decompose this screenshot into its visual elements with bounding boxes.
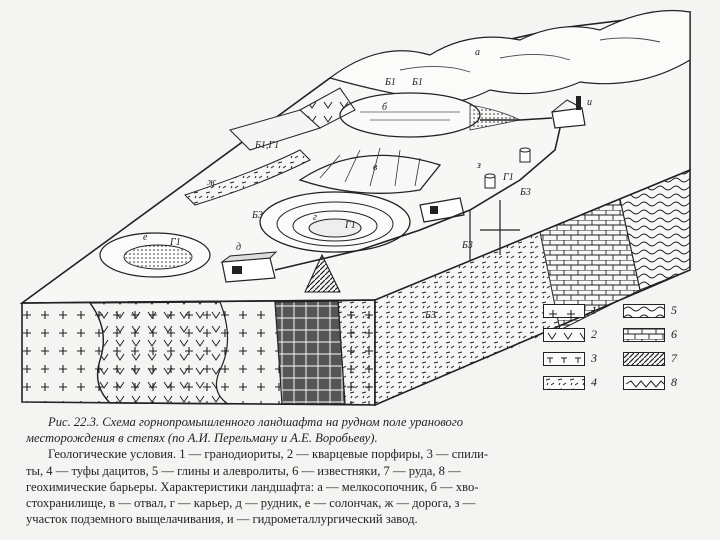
label-a: а bbox=[475, 47, 480, 58]
legend-swatch-zigzag bbox=[623, 376, 665, 390]
mine-building bbox=[222, 252, 276, 282]
figure-caption: Рис. 22.3. Схема горнопромышленного ланд… bbox=[26, 414, 694, 527]
label-b3: Б3 bbox=[251, 210, 263, 221]
legend-number: 5 bbox=[671, 303, 677, 318]
legend-number: 2 bbox=[591, 327, 597, 342]
label-b1: Б1 bbox=[384, 77, 396, 88]
legend-swatch-hatch bbox=[623, 352, 665, 366]
caption-title-line: месторождения в степях (по А.И. Перельма… bbox=[26, 430, 694, 446]
label-z: з bbox=[476, 160, 481, 171]
label-e: е bbox=[143, 232, 148, 243]
label-b1g1: Б1,Г1 bbox=[254, 140, 279, 151]
caption-text-line: Геологические условия. 1 — гранодиориты,… bbox=[26, 446, 694, 462]
legend-number: 7 bbox=[671, 351, 677, 366]
label-g1-c: Г1 bbox=[502, 172, 514, 183]
ore-zone bbox=[275, 301, 345, 404]
label-b3-2: Б3 bbox=[519, 187, 531, 198]
caption-text-line: стохранилище, в — отвал, г — карьер, д —… bbox=[26, 495, 694, 511]
legend-swatch-plus bbox=[543, 304, 585, 318]
label-zh: ж bbox=[207, 177, 217, 188]
tailings-pond bbox=[340, 93, 480, 137]
label-b3-4: Б3 bbox=[424, 310, 436, 321]
legend-swatch-tee bbox=[543, 352, 585, 366]
label-g1-b: Г1 bbox=[344, 220, 356, 231]
legend-number: 1 bbox=[591, 303, 597, 318]
label-d: д bbox=[236, 242, 241, 253]
label-b1-2: Б1 bbox=[411, 77, 423, 88]
legend-number: 4 bbox=[591, 375, 597, 390]
legend-number: 6 bbox=[671, 327, 677, 342]
legend-number: 3 bbox=[591, 351, 597, 366]
legend-swatch-vee bbox=[543, 328, 585, 342]
label-v: в bbox=[373, 162, 378, 173]
caption-text-line: геохимические барьеры. Характеристики ла… bbox=[26, 479, 694, 495]
legend-swatch-brick bbox=[623, 328, 665, 342]
porphyry-zone bbox=[90, 302, 228, 404]
label-i: и bbox=[587, 97, 592, 108]
label-b3-3: Б3 bbox=[461, 240, 473, 251]
legend: 1 2 3 4 5 6 7 bbox=[543, 300, 693, 400]
caption-title-line: Рис. 22.3. Схема горнопромышленного ланд… bbox=[26, 414, 694, 430]
legend-swatch-wave bbox=[623, 304, 665, 318]
label-g: г bbox=[313, 212, 317, 223]
label-g1: Г1 bbox=[169, 237, 181, 248]
caption-text-line: ты, 4 — туфы дацитов, 5 — глины и алевро… bbox=[26, 463, 694, 479]
legend-swatch-dash bbox=[543, 376, 585, 390]
legend-number: 8 bbox=[671, 375, 677, 390]
caption-text-line: участок подземного выщелачивания, и — ги… bbox=[26, 511, 694, 527]
